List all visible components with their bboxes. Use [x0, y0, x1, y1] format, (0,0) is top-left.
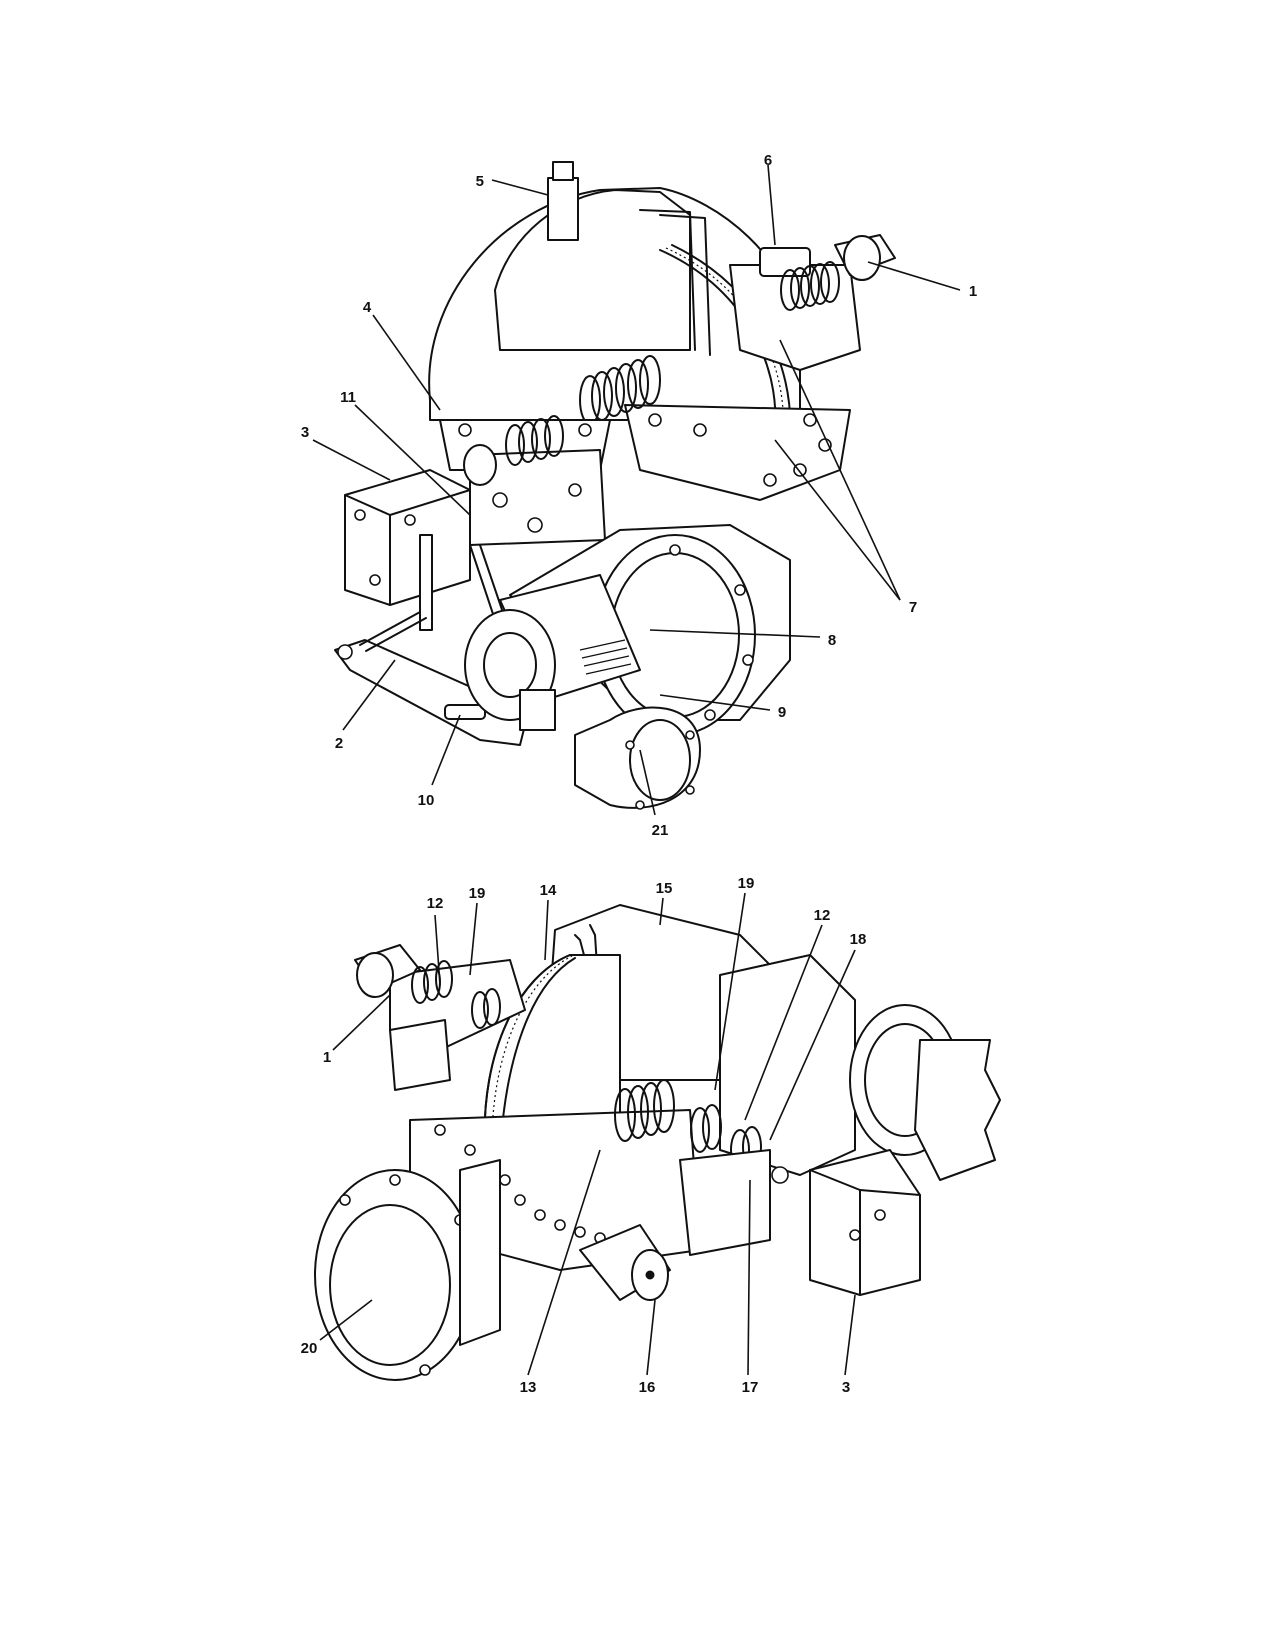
callout-18: 18 — [850, 931, 867, 948]
callout-19-left: 19 — [469, 885, 486, 902]
motor-box-bottom — [809, 1149, 921, 1296]
top-assembly-drawing — [312, 161, 961, 816]
callout-13: 13 — [520, 1379, 537, 1396]
housing-holes — [434, 1124, 606, 1244]
callout-8: 8 — [828, 632, 836, 649]
vertical-pipe — [547, 177, 579, 241]
inlet-flange — [314, 1169, 476, 1381]
callout-5: 5 — [476, 173, 484, 190]
callout-16: 16 — [639, 1379, 656, 1396]
cylinder-flange-holes — [669, 544, 754, 721]
callout-10: 10 — [418, 792, 435, 809]
callout-1: 1 — [969, 283, 977, 300]
left-spring-stack-bottom — [411, 960, 501, 1029]
callout-19-right: 19 — [738, 875, 755, 892]
callout-4: 4 — [363, 299, 372, 316]
callout-1-bottom: 1 — [323, 1049, 331, 1066]
callout-21: 21 — [652, 822, 669, 839]
callout-2: 2 — [335, 735, 343, 752]
center-spring-stack-bottom — [614, 1079, 762, 1171]
callout-17: 17 — [742, 1379, 759, 1396]
callout-3: 3 — [301, 424, 309, 441]
left-spring-stack — [505, 415, 564, 466]
right-spring-stack — [780, 261, 840, 311]
callout-12-left: 12 — [427, 895, 444, 912]
callout-20: 20 — [301, 1340, 318, 1357]
callout-6: 6 — [764, 152, 772, 169]
link-rod — [419, 534, 433, 631]
callout-7: 7 — [909, 599, 917, 616]
callout-15: 15 — [656, 880, 673, 897]
bottom-assembly-drawing — [314, 892, 1001, 1381]
callout-3-bottom: 3 — [842, 1379, 850, 1396]
callout-14: 14 — [540, 882, 557, 899]
callout-9: 9 — [778, 704, 786, 721]
motor-box — [344, 469, 471, 606]
callout-11: 11 — [340, 389, 356, 406]
callout-12-right: 12 — [814, 907, 831, 924]
